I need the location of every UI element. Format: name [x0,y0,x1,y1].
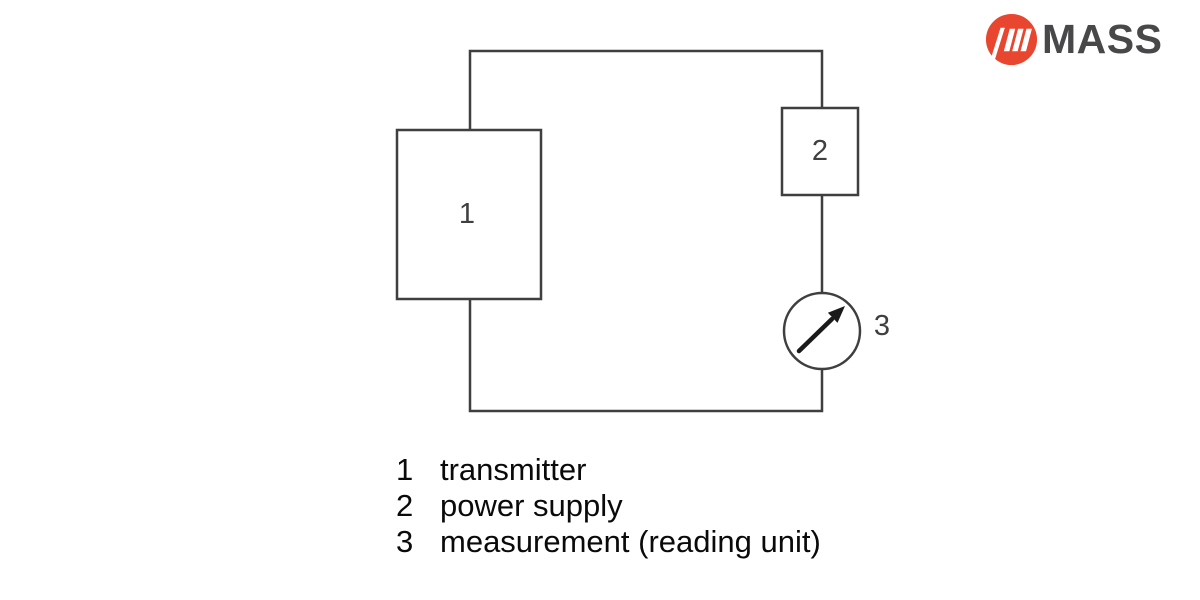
meter-number-label: 3 [874,310,890,342]
legend-number: 1 [396,452,414,487]
power-supply-box [780,106,860,197]
legend-item-measurement: 3 measurement (reading unit) [396,524,821,560]
legend-number: 3 [396,524,414,559]
legend-label: power supply [440,488,623,523]
legend: 1 transmitter 2 power supply 3 measureme… [396,452,821,560]
legend-label: transmitter [440,452,587,487]
wire-top-loop [468,49,824,130]
mass-hatch-circle-icon [985,13,1038,66]
brand-name: MASS [1042,16,1163,62]
legend-item-transmitter: 1 transmitter [396,452,821,488]
legend-item-power-supply: 2 power supply [396,488,821,524]
meter-needle-arrowhead-icon [827,306,845,323]
meter-needle-icon [796,316,835,354]
brand-logo: MASS [984,12,1162,67]
transmitter-box [395,128,543,301]
transmitter-number-label: 1 [459,198,475,230]
wire-bottom-loop [468,299,824,413]
power-supply-number-label: 2 [812,135,828,167]
legend-label: measurement (reading unit) [440,524,821,559]
legend-number: 2 [396,488,414,523]
